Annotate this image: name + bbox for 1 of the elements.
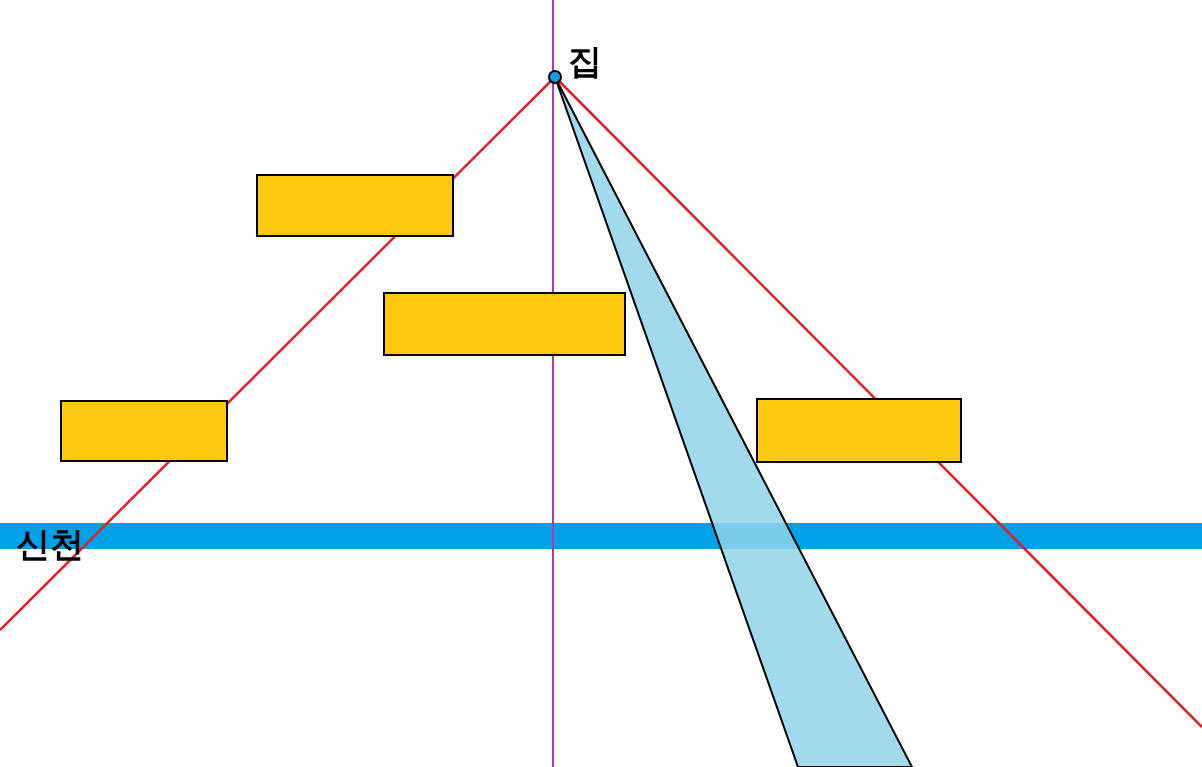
place-label: 집: [568, 44, 602, 78]
